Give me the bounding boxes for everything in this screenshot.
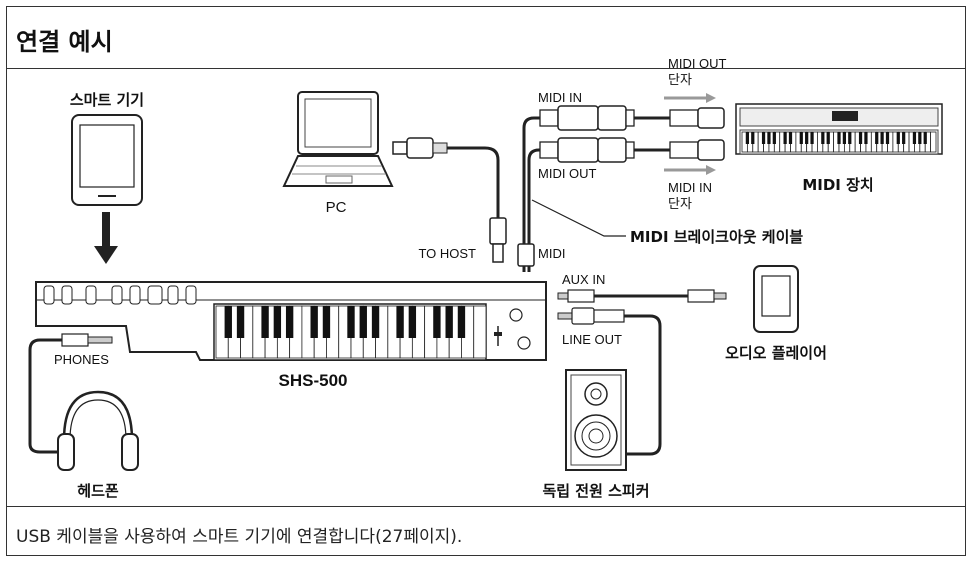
aux-in-label: AUX IN [562,272,605,287]
midi-port-label: MIDI [538,246,565,261]
line-out-cable [557,307,662,456]
line-out-label: LINE OUT [562,332,622,347]
headphones-icon [57,390,139,471]
smart-device-arrow [94,212,118,264]
midi-in-terminal-label-2: 단자 [668,196,692,211]
audio-player-icon [753,265,799,333]
audio-player-label: 오디오 플레이어 [725,344,827,362]
title-divider [6,68,966,69]
midi-in-cable-label: MIDI IN [538,90,582,105]
aux-cable [557,289,727,303]
midi-out-arrow [664,93,716,103]
to-host-label: TO HOST [418,246,476,261]
usb-cable [392,137,507,263]
caption-divider [6,506,966,507]
midi-device-icon [735,103,943,155]
smart-device-icon [71,114,143,206]
pc-label: PC [326,199,347,216]
caption: USB 케이블을 사용하여 스마트 기기에 연결합니다(27페이지). [16,527,463,547]
midi-out-terminal-label: MIDI OUT [668,56,727,71]
keyboard-model-label: SHS-500 [279,371,348,390]
speaker-icon [565,369,627,471]
smart-device-label: 스마트 기기 [70,91,144,109]
keyboard-keys [215,305,487,359]
midi-breakout-cable [517,105,725,272]
phones-label: PHONES [54,352,109,367]
breakout-cable-label: MIDI 브레이크아웃 케이블 [630,228,803,246]
midi-out-cable-label: MIDI OUT [538,166,597,181]
pc-laptop-icon [282,91,394,187]
midi-device-label: MIDI 장치 [802,176,873,194]
midi-device-keys [741,131,937,153]
midi-in-terminal-label: MIDI IN [668,180,712,195]
midi-out-terminal-label-2: 단자 [668,72,692,87]
diagram-frame [6,6,966,556]
headphones-label: 헤드폰 [77,482,119,500]
headphone-cable [28,333,113,454]
shs-500-keytar [35,281,547,361]
midi-in-arrow [664,165,716,175]
speaker-label: 독립 전원 스피커 [542,482,649,500]
diagram-title: 연결 예시 [16,28,113,56]
